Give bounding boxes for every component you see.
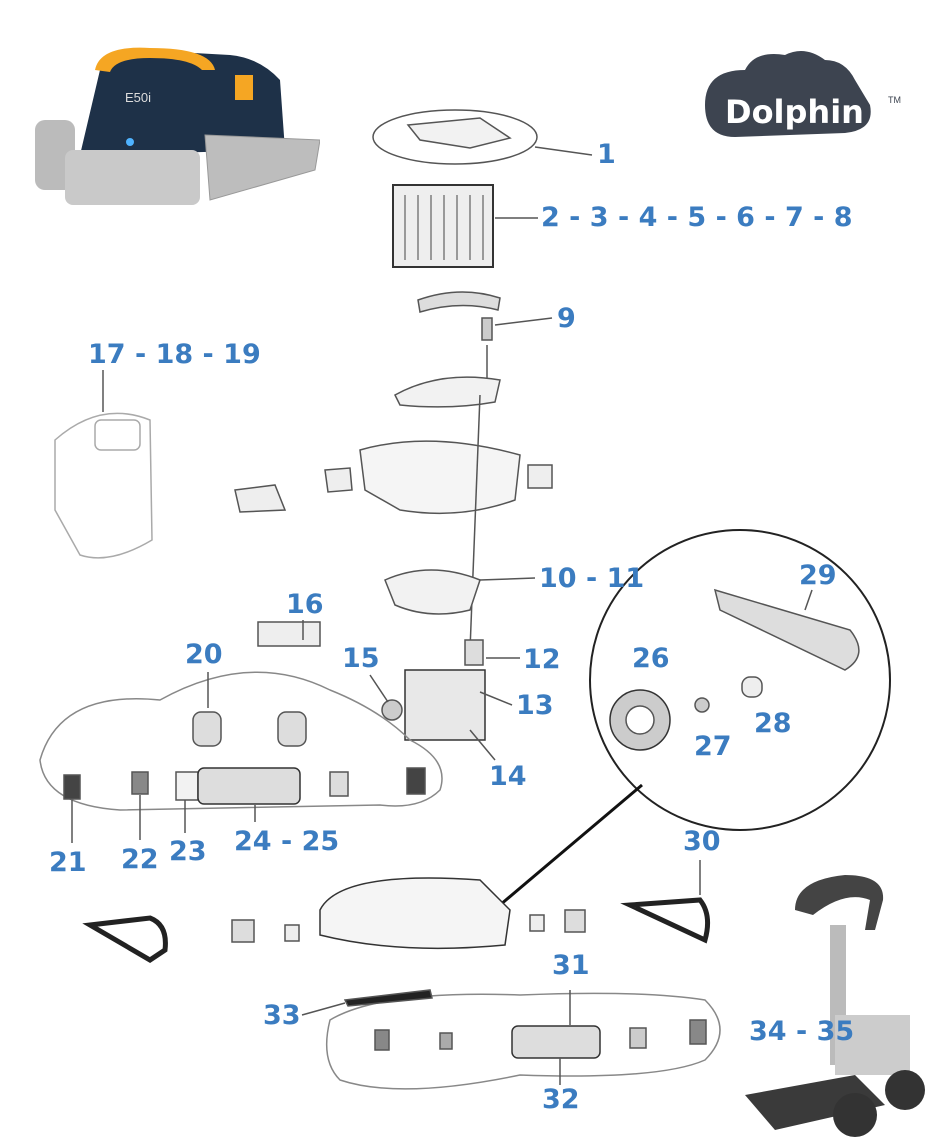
callout-33: 33 (263, 1000, 301, 1031)
handle-part (417, 291, 501, 313)
callout-1: 1 (597, 139, 616, 170)
callout-23: 23 (169, 836, 207, 867)
logo-text: Dolphin (725, 93, 864, 131)
group-outline-bottom (325, 992, 721, 1090)
side-panel-part (54, 412, 153, 559)
bearing-20 (192, 711, 222, 747)
callout-22: 22 (121, 844, 159, 875)
side-plate-29 (713, 588, 860, 671)
robot-product-image: E50i (35, 47, 320, 205)
dolphin-logo: Dolphin TM (705, 51, 901, 137)
detail-callout-circle (589, 529, 891, 831)
body-housing-part (359, 440, 521, 515)
swivel-part (481, 317, 493, 341)
callout-15: 15 (342, 643, 380, 674)
callout-9: 9 (557, 303, 576, 334)
track-left (82, 915, 168, 963)
group-ellipse-1 (372, 109, 538, 165)
callout-17-19: 17 - 18 - 19 (88, 339, 261, 370)
callout-32: 32 (542, 1084, 580, 1115)
part-22 (131, 771, 149, 795)
callout-12: 12 (523, 644, 561, 675)
callout-34-35: 34 - 35 (749, 1016, 855, 1047)
callout-24-25: 24 - 25 (234, 826, 340, 857)
group-outline-left (39, 671, 443, 811)
filter-lid-part (406, 117, 512, 149)
leader-line-1 (534, 146, 593, 156)
part-27 (694, 697, 710, 713)
model-text: E50i (125, 90, 151, 105)
brush-24-25 (197, 767, 301, 805)
top-cover-part (394, 376, 501, 408)
callout-28: 28 (754, 708, 792, 739)
part-21 (63, 774, 81, 800)
callout-line (499, 783, 643, 907)
part-16 (257, 621, 321, 647)
impeller-part (384, 569, 481, 615)
callout-31: 31 (552, 950, 590, 981)
part-23 (175, 771, 199, 801)
callout-20: 20 (185, 639, 223, 670)
callout-13: 13 (516, 690, 554, 721)
track-30 (620, 897, 711, 944)
brush-32 (511, 1025, 601, 1059)
filter-basket-part (392, 184, 494, 268)
caddy-product-image (745, 875, 925, 1137)
callout-14: 14 (489, 761, 527, 792)
part-15 (381, 699, 403, 721)
part-33 (343, 989, 433, 1007)
cable-part (469, 394, 481, 651)
chassis-part (319, 877, 511, 950)
callout-29: 29 (799, 560, 837, 591)
callout-16: 16 (286, 589, 324, 620)
callout-27: 27 (694, 731, 732, 762)
cable-clamp-part (464, 639, 484, 666)
callout-30: 30 (683, 826, 721, 857)
callout-21: 21 (49, 847, 87, 878)
leader-line-9 (494, 317, 553, 326)
callout-10-11: 10 - 11 (539, 563, 645, 594)
callout-2-8: 2 - 3 - 4 - 5 - 6 - 7 - 8 (541, 202, 853, 233)
trademark-text: TM (888, 95, 901, 105)
motor-unit-part (404, 669, 486, 741)
callout-26: 26 (632, 643, 670, 674)
bushing-28 (741, 676, 763, 698)
